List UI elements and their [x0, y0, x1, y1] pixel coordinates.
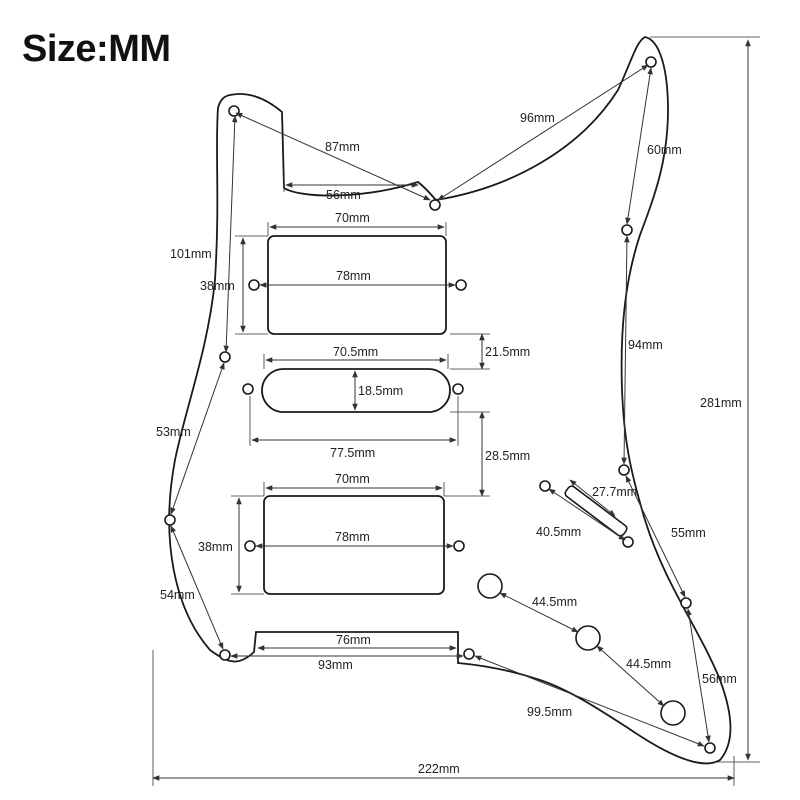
- dim-label-60: 60mm: [647, 143, 682, 157]
- dim-label-56-bot: 56mm: [702, 672, 737, 686]
- screw-hole: [453, 540, 465, 552]
- screw-hole: [242, 383, 254, 395]
- dim-label-94: 94mm: [628, 338, 663, 352]
- dim-label-55: 55mm: [671, 526, 706, 540]
- dim-label-76: 76mm: [336, 633, 371, 647]
- dim-label-53: 53mm: [156, 425, 191, 439]
- dim-line-94: [621, 235, 630, 465]
- dim-label-222: 222mm: [418, 762, 460, 776]
- dim-line-87: [235, 112, 431, 201]
- screw-hole: [645, 56, 657, 68]
- dim-label-21-5: 21.5mm: [485, 345, 530, 359]
- screw-hole: [455, 279, 467, 291]
- dim-line-101: [223, 115, 238, 353]
- volume-pot-hole: [477, 573, 503, 599]
- screw-hole: [621, 224, 633, 236]
- dim-label-78-bot: 78mm: [335, 530, 370, 544]
- dim-label-54: 54mm: [160, 588, 195, 602]
- dim-label-44-5-b: 44.5mm: [626, 657, 671, 671]
- dim-label-77-5: 77.5mm: [330, 446, 375, 460]
- screw-hole: [228, 105, 240, 117]
- dim-label-56-top: 56mm: [326, 188, 361, 202]
- dim-line-99-5: [474, 655, 705, 747]
- dim-label-101: 101mm: [170, 247, 212, 261]
- size-unit-title: Size:MM: [22, 28, 171, 70]
- dim-label-38-bot: 38mm: [198, 540, 233, 554]
- dim-line-44-5-a: [499, 592, 579, 633]
- dim-label-87: 87mm: [325, 140, 360, 154]
- middle-single-coil-cutout: [261, 368, 451, 413]
- dim-line-60: [625, 67, 653, 225]
- dim-label-70-top: 70mm: [335, 211, 370, 225]
- dim-line-55: [625, 475, 686, 598]
- dim-label-70-bot: 70mm: [335, 472, 370, 486]
- dim-line-44-5-b: [596, 645, 665, 707]
- screw-hole: [463, 648, 475, 660]
- screw-hole: [452, 383, 464, 395]
- dim-label-93: 93mm: [318, 658, 353, 672]
- dim-label-38-top: 38mm: [200, 279, 235, 293]
- screw-hole: [622, 536, 634, 548]
- dim-label-40-5: 40.5mm: [536, 525, 581, 539]
- dim-label-96: 96mm: [520, 111, 555, 125]
- bridge-humbucker-cutout: [263, 495, 445, 595]
- screw-hole: [618, 464, 630, 476]
- screw-hole: [680, 597, 692, 609]
- dim-label-18-5: 18.5mm: [358, 384, 403, 398]
- dim-label-281: 281mm: [700, 396, 742, 410]
- screw-hole: [244, 540, 256, 552]
- dim-label-78-top: 78mm: [336, 269, 371, 283]
- tone-pot-hole: [575, 625, 601, 651]
- screw-hole: [429, 199, 441, 211]
- dim-label-99-5: 99.5mm: [527, 705, 572, 719]
- dim-line-54: [170, 525, 224, 650]
- screw-hole: [539, 480, 551, 492]
- screw-hole: [248, 279, 260, 291]
- screw-hole: [704, 742, 716, 754]
- dim-label-70-5: 70.5mm: [333, 345, 378, 359]
- dim-line-53: [170, 362, 225, 515]
- dim-line-96: [437, 64, 649, 201]
- dim-line-40-5: [548, 488, 626, 541]
- dim-label-44-5-a: 44.5mm: [532, 595, 577, 609]
- screw-hole: [219, 351, 231, 363]
- dim-label-27-7: 27.7mm: [592, 485, 637, 499]
- screw-hole: [164, 514, 176, 526]
- screw-hole: [219, 649, 231, 661]
- dim-label-28-5: 28.5mm: [485, 449, 530, 463]
- tone-pot-hole-2: [660, 700, 686, 726]
